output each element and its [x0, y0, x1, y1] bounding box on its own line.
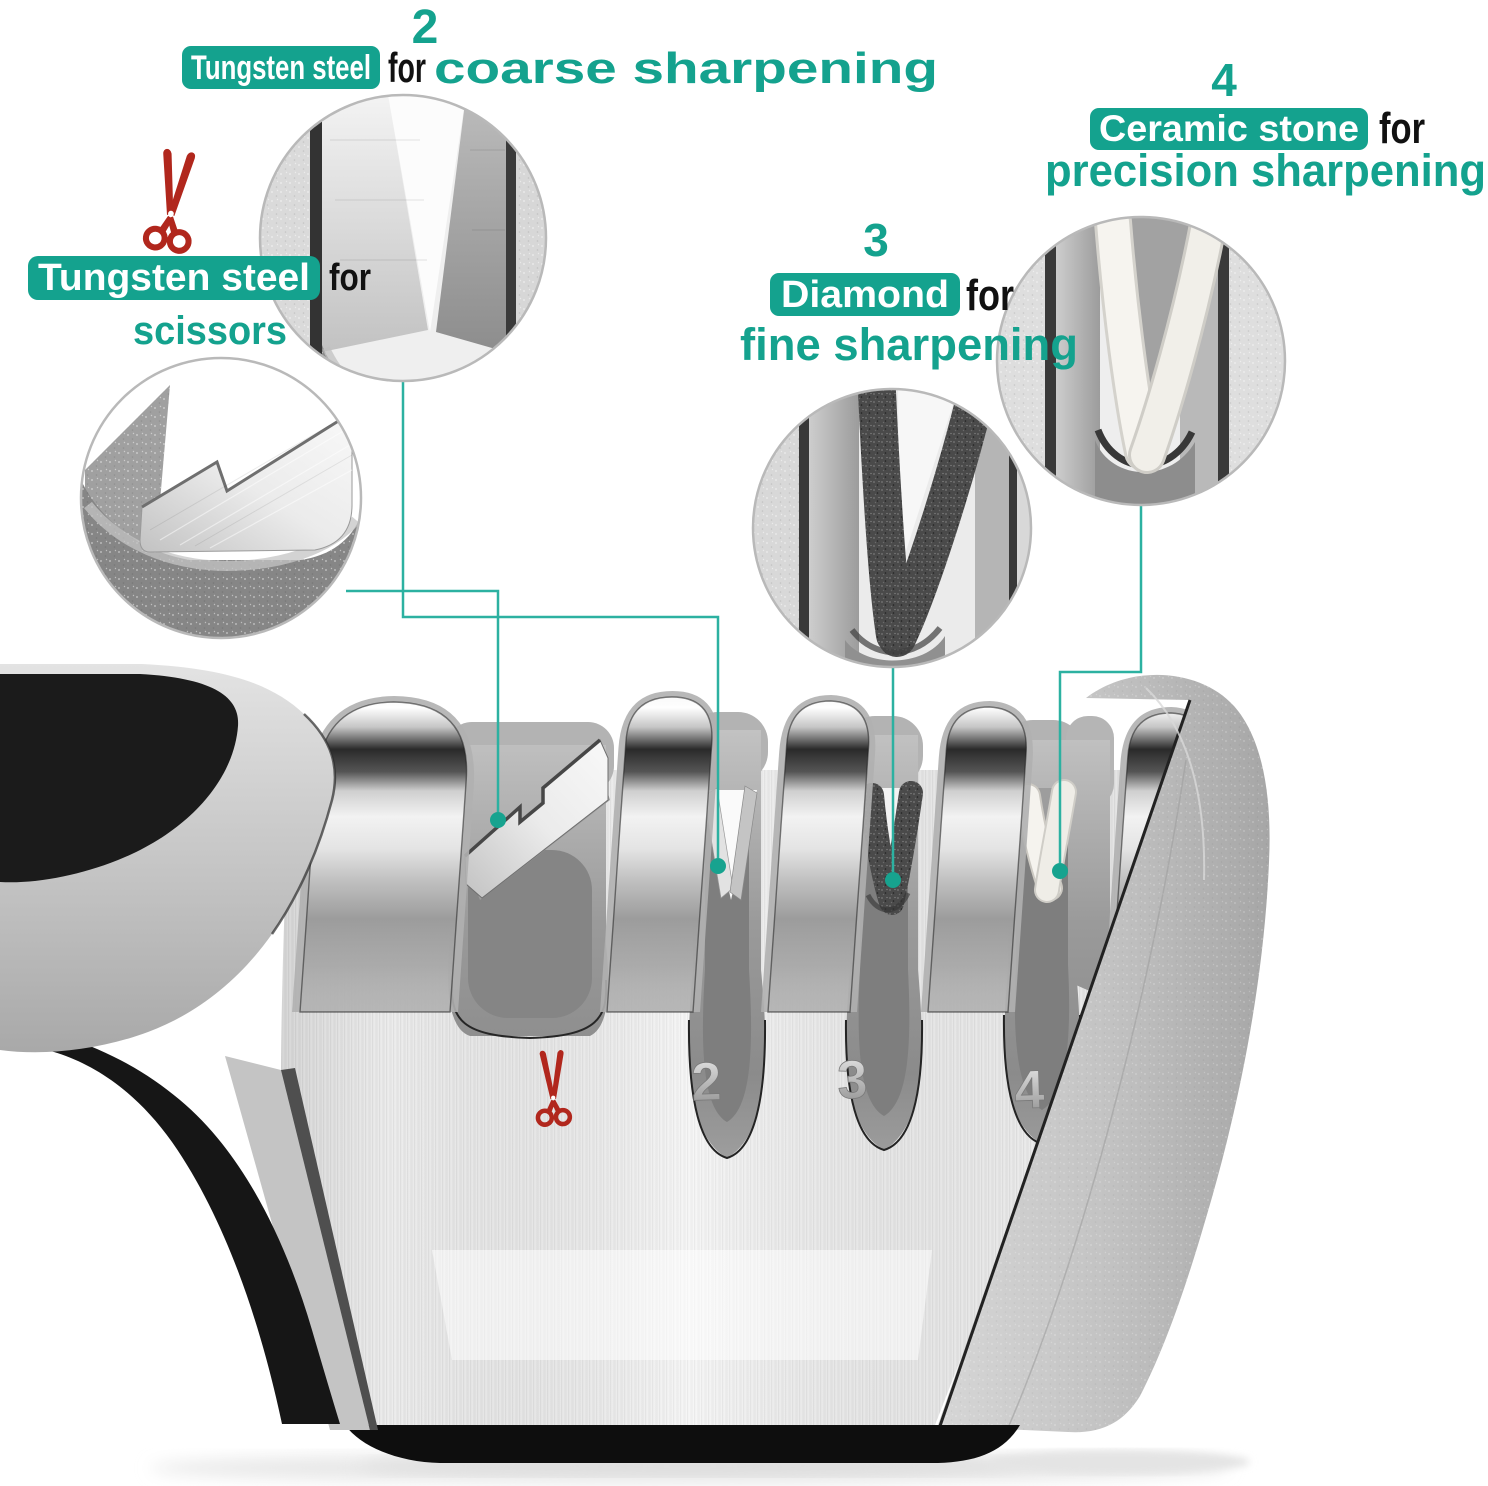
callout-fine-emphasis: fine sharpening: [740, 319, 1078, 370]
product-photo: 2 3 4: [0, 382, 1270, 1484]
leader-line-2: [401, 382, 720, 858]
face-number-3: 3: [836, 1050, 868, 1111]
scissors-icon: [145, 148, 201, 252]
face-markings: 2 3 4: [536, 1050, 1046, 1125]
leader-line-scissors: [346, 589, 500, 812]
inset-ring-ceramic: [995, 215, 1287, 507]
base-strip: [345, 1425, 1020, 1463]
inset-scissors-slot: [81, 358, 361, 638]
callout-scissors: Tungsten steel for scissors: [28, 148, 371, 353]
callout-fine: 3 Diamond for fine sharpening: [740, 214, 1078, 370]
handle-grip-pad: [0, 674, 239, 883]
inset-ring-scissors: [79, 356, 363, 640]
leader-dots: [490, 812, 1068, 888]
inset-ring-diamond: [751, 387, 1033, 669]
end-cap: [938, 674, 1270, 1433]
callout-precision-number: 4: [1211, 54, 1237, 106]
callout-precision-emphasis: precision sharpening: [1045, 145, 1486, 196]
callout-coarse: 2 Tungsten steel for coarse sharpening: [182, 1, 938, 93]
callout-fine-connector: for: [966, 271, 1014, 320]
highlight-box-precision: [1090, 108, 1368, 150]
callout-precision-connector: for: [1379, 104, 1425, 153]
inset-ring-coarse: [258, 93, 548, 383]
leader-lines: [346, 382, 1143, 872]
callout-fine-number: 3: [863, 214, 889, 266]
slot-scissors-blade: [463, 738, 610, 900]
inset-coarse-slot: [260, 95, 546, 381]
inset-diamond-slot: [753, 389, 1031, 667]
leader-line-4: [1058, 506, 1143, 863]
callout-coarse-number: 2: [412, 1, 439, 54]
highlight-box-scissors: [28, 256, 320, 300]
highlight-box-coarse: [182, 46, 380, 89]
highlight-box-fine: [770, 273, 960, 316]
callout-coarse-connector: for: [388, 44, 426, 91]
callouts: Tungsten steel for scissors 2 Tungsten s…: [28, 1, 1486, 370]
callout-scissors-highlight: Tungsten steel: [38, 257, 310, 299]
slot-3-diamond: [860, 781, 923, 915]
face-number-4: 4: [1013, 1060, 1045, 1121]
callout-scissors-emphasis: scissors: [133, 309, 287, 353]
face-label-area: [432, 1250, 932, 1360]
slot-inserts: [463, 738, 1077, 915]
callout-coarse-emphasis: coarse sharpening: [434, 44, 938, 93]
callout-precision-highlight: Ceramic stone: [1099, 108, 1359, 149]
callout-precision: 4 Ceramic stone for precision sharpening: [1045, 54, 1486, 196]
handle: [0, 664, 337, 1053]
face-number-2: 2: [690, 1052, 722, 1113]
callout-coarse-highlight: Tungsten steel: [191, 49, 371, 87]
slot-4-ceramic: [1015, 779, 1077, 903]
body-left-edge: [0, 1022, 378, 1430]
callout-fine-highlight: Diamond: [781, 274, 949, 316]
callout-scissors-connector: for: [329, 257, 371, 299]
